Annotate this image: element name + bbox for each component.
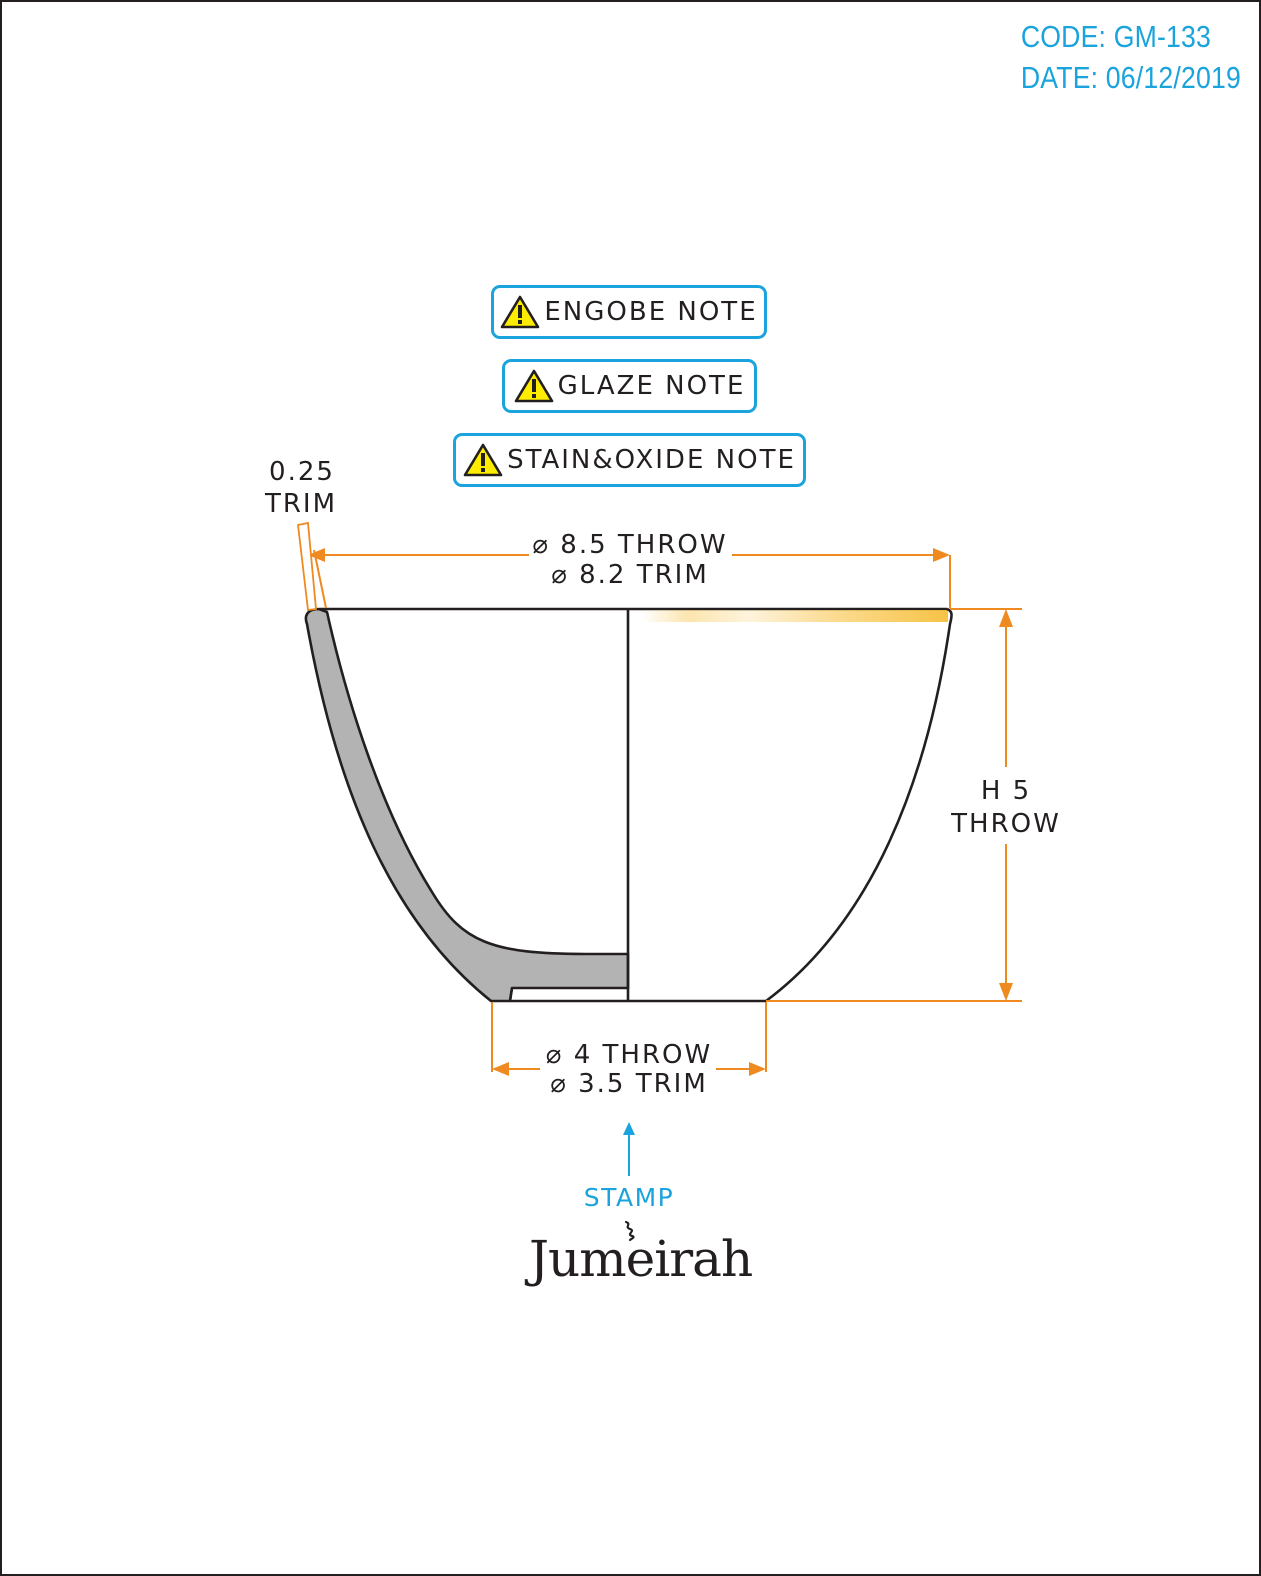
rim-glaze-band: [642, 610, 948, 622]
drawing-date: DATE: 06/12/2019: [1020, 60, 1241, 95]
foot-arrow-right: [749, 1062, 766, 1076]
bowl-wall-section: [304, 607, 630, 1003]
glaze-note-box[interactable]: GLAZE NOTE: [502, 359, 757, 413]
glaze-note-label: GLAZE NOTE: [557, 371, 746, 401]
rim-arrow-left: [308, 548, 325, 562]
foot-throw-label: ⌀ 4 THROW: [546, 1040, 712, 1070]
foot-trim-label: ⌀ 3.5 TRIM: [550, 1069, 708, 1099]
bowl-outer-profile: [628, 607, 953, 1003]
foot-arrow-left: [492, 1062, 509, 1076]
title-block: CODE: GM-133 DATE: 06/12/2019: [1021, 16, 1241, 98]
engobe-note-label: ENGOBE NOTE: [544, 297, 758, 327]
logo-wave-mark-icon: [624, 1220, 635, 1242]
warning-icon: [514, 369, 554, 403]
height-arrow-top: [999, 609, 1013, 627]
jumeirah-logo: Jumeirah: [529, 1220, 753, 1298]
stain-oxide-note-label: STAIN&OXIDE NOTE: [507, 445, 796, 475]
wall-thickness-value: 0.25: [269, 457, 335, 487]
wall-thickness-leader: [297, 521, 317, 612]
rim-arrow-right: [933, 548, 950, 562]
height-arrow-bottom: [999, 983, 1013, 1001]
height-kind: THROW: [950, 809, 1061, 839]
engobe-note-box[interactable]: ENGOBE NOTE: [491, 285, 767, 339]
logo-wordmark: Jumeirah: [529, 1230, 753, 1288]
wall-extension-line: [313, 549, 327, 609]
rim-throw-label: ⌀ 8.5 THROW: [532, 530, 727, 560]
foot-ring-line: [508, 987, 514, 1002]
warning-icon: [500, 295, 540, 329]
product-code: CODE: GM-133: [1020, 19, 1212, 54]
stamp-label: STAMP: [584, 1183, 674, 1212]
stain-oxide-note-box[interactable]: STAIN&OXIDE NOTE: [453, 433, 806, 487]
stamp-pointer-arrow-icon: [623, 1122, 635, 1135]
rim-trim-label: ⌀ 8.2 TRIM: [551, 560, 709, 590]
wall-thickness-kind: TRIM: [264, 489, 337, 519]
height-value: H 5: [981, 776, 1031, 806]
warning-icon: [463, 443, 503, 477]
